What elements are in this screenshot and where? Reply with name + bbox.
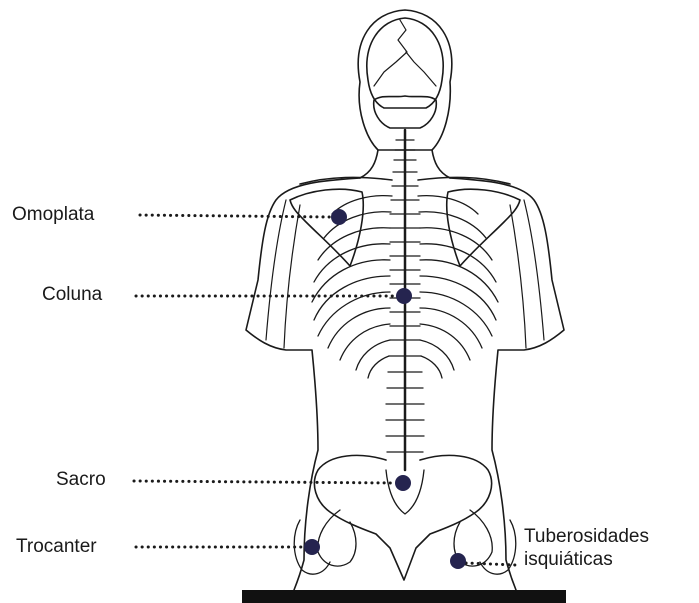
label-trocanter: Trocanter <box>16 536 97 558</box>
seat-base <box>242 590 566 603</box>
label-coluna: Coluna <box>42 284 102 306</box>
left-arm <box>266 200 300 348</box>
right-arm <box>510 200 544 348</box>
pelvis <box>294 455 516 580</box>
marker-sacro <box>395 475 411 491</box>
leader-sacro <box>134 481 396 483</box>
label-tuberosidades-line2: isquiáticas <box>524 548 649 571</box>
skull-suture <box>374 20 436 86</box>
label-tuberosidades-line1: Tuberosidades <box>524 525 649 548</box>
marker-omoplata <box>331 209 347 225</box>
marker-coluna <box>396 288 412 304</box>
marker-tuberosidades <box>450 553 466 569</box>
leader-tuberosidades <box>466 563 516 565</box>
label-tuberosidades-isquiaticas: Tuberosidades isquiáticas <box>524 525 649 571</box>
label-sacro: Sacro <box>56 469 106 491</box>
label-omoplata: Omoplata <box>12 204 94 226</box>
jaw <box>374 96 437 128</box>
marker-trocanter <box>304 539 320 555</box>
